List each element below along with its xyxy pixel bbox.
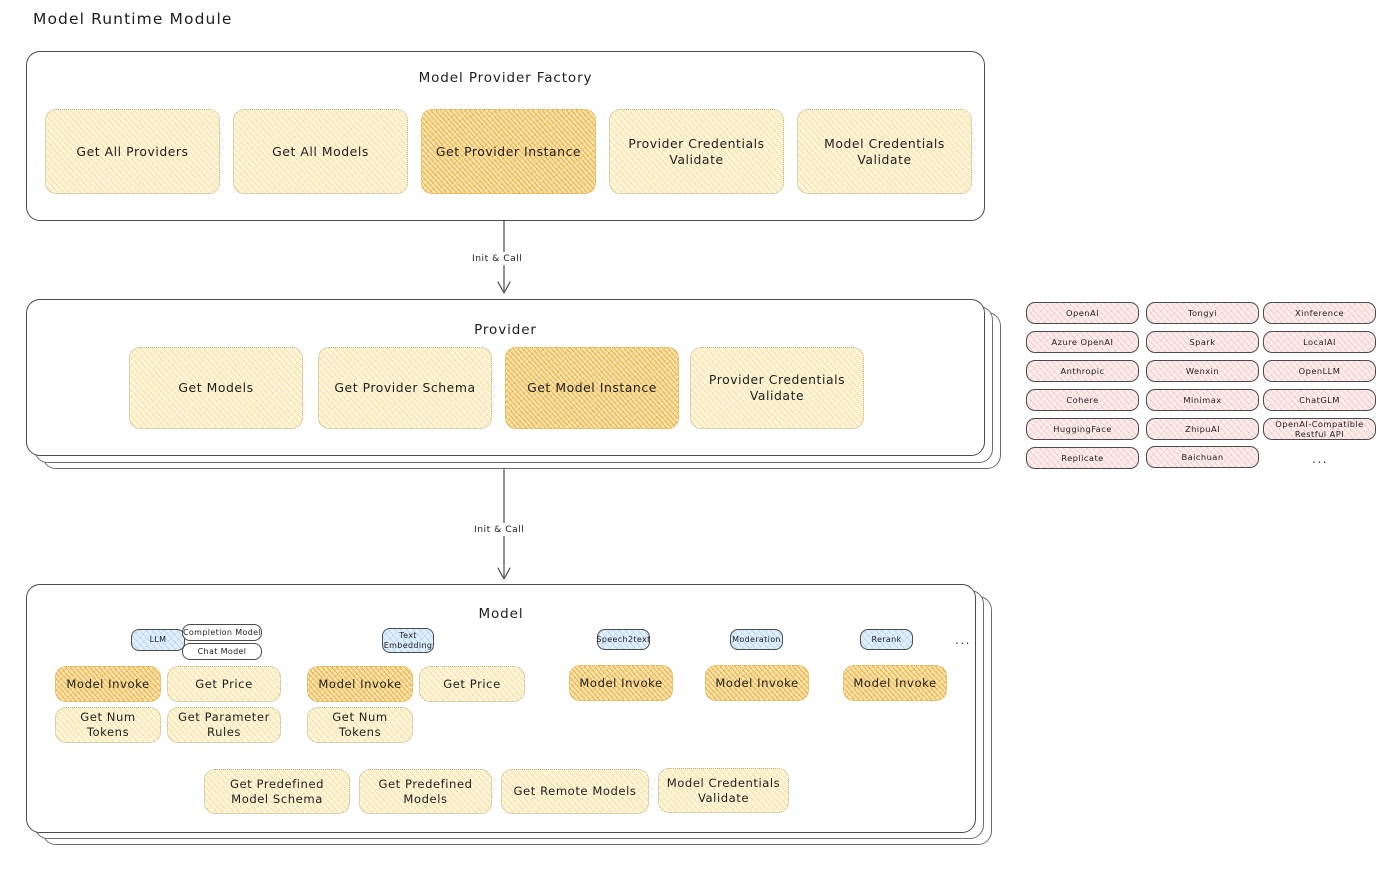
provider-chip-huggingface[interactable]: HuggingFace xyxy=(1026,418,1139,440)
model-type-chip-text-embedding[interactable]: Text Embedding xyxy=(382,628,434,653)
model-provider-factory-title: Model Provider Factory xyxy=(418,70,593,86)
model-common-op-get-predefined-model-schema[interactable]: Get Predefined Model Schema xyxy=(204,769,350,814)
provider-title: Provider xyxy=(474,322,537,338)
provider-chip-baichuan[interactable]: Baichuan xyxy=(1146,446,1259,468)
model-common-op-get-predefined-models[interactable]: Get Predefined Models xyxy=(359,769,492,814)
provider-card: Provider Get Models Get Provider Schema … xyxy=(26,299,985,456)
provider-chip-replicate[interactable]: Replicate xyxy=(1026,447,1139,469)
model-type-chip-moderation[interactable]: Moderation xyxy=(730,629,783,650)
provider-chip-chatglm[interactable]: ChatGLM xyxy=(1263,389,1376,411)
factory-op-get-all-models[interactable]: Get All Models xyxy=(233,109,408,194)
llm-op-get-num-tokens[interactable]: Get Num Tokens xyxy=(55,707,161,743)
model-provider-factory-card: Model Provider Factory Get All Providers… xyxy=(26,51,985,221)
provider-op-get-models[interactable]: Get Models xyxy=(129,347,303,429)
provider-chip-anthropic[interactable]: Anthropic xyxy=(1026,360,1139,382)
model-types-ellipsis: ... xyxy=(955,633,971,647)
model-title: Model xyxy=(478,606,524,622)
provider-chip-openllm[interactable]: OpenLLM xyxy=(1263,360,1376,382)
speech2text-op-model-invoke[interactable]: Model Invoke xyxy=(569,665,673,701)
factory-op-get-provider-instance[interactable]: Get Provider Instance xyxy=(421,109,596,194)
factory-op-get-all-providers[interactable]: Get All Providers xyxy=(45,109,220,194)
provider-chip-zhipuai[interactable]: ZhipuAI xyxy=(1146,418,1259,440)
provider-chip-spark[interactable]: Spark xyxy=(1146,331,1259,353)
provider-chip-wenxin[interactable]: Wenxin xyxy=(1146,360,1259,382)
text-embedding-op-model-invoke[interactable]: Model Invoke xyxy=(307,666,413,702)
rerank-op-model-invoke[interactable]: Model Invoke xyxy=(843,665,947,701)
factory-op-provider-credentials-validate[interactable]: Provider Credentials Validate xyxy=(609,109,784,194)
provider-chip-localai[interactable]: LocalAI xyxy=(1263,331,1376,353)
model-type-chip-llm[interactable]: LLM xyxy=(131,629,185,651)
provider-op-get-provider-schema[interactable]: Get Provider Schema xyxy=(318,347,492,429)
provider-list-ellipsis: ... xyxy=(1312,452,1328,466)
provider-chip-azure-openai[interactable]: Azure OpenAI xyxy=(1026,331,1139,353)
model-type-chip-speech2text[interactable]: Speech2text xyxy=(596,629,650,650)
model-subtype-chip-chat-model[interactable]: Chat Model xyxy=(182,643,262,660)
llm-op-model-invoke[interactable]: Model Invoke xyxy=(55,666,161,702)
provider-chip-minimax[interactable]: Minimax xyxy=(1146,389,1259,411)
provider-chip-xinference[interactable]: Xinference xyxy=(1263,302,1376,324)
provider-op-provider-credentials-validate[interactable]: Provider Credentials Validate xyxy=(690,347,864,429)
arrow-label-init-and-call-1: Init & Call xyxy=(468,252,527,265)
arrow-label-init-and-call-2: Init & Call xyxy=(470,523,529,536)
page-title: Model Runtime Module xyxy=(33,10,233,28)
provider-op-get-model-instance[interactable]: Get Model Instance xyxy=(505,347,679,429)
provider-chip-openai[interactable]: OpenAI xyxy=(1026,302,1139,324)
model-common-op-get-remote-models[interactable]: Get Remote Models xyxy=(501,769,649,814)
model-common-op-model-credentials-validate[interactable]: Model Credentials Validate xyxy=(658,768,789,813)
model-type-chip-rerank[interactable]: Rerank xyxy=(860,629,913,650)
llm-op-get-parameter-rules[interactable]: Get Parameter Rules xyxy=(167,707,281,743)
llm-op-get-price[interactable]: Get Price xyxy=(167,666,281,702)
factory-op-model-credentials-validate[interactable]: Model Credentials Validate xyxy=(797,109,972,194)
moderation-op-model-invoke[interactable]: Model Invoke xyxy=(705,665,809,701)
provider-chip-openai-compatible-restful-api[interactable]: OpenAI-Compatible Restful API xyxy=(1263,418,1376,440)
text-embedding-op-get-price[interactable]: Get Price xyxy=(419,666,525,702)
provider-chip-cohere[interactable]: Cohere xyxy=(1026,389,1139,411)
provider-chip-tongyi[interactable]: Tongyi xyxy=(1146,302,1259,324)
model-card: Model LLM Completion Model Chat Model Mo… xyxy=(26,584,976,833)
model-subtype-chip-completion-model[interactable]: Completion Model xyxy=(182,624,262,641)
text-embedding-op-get-num-tokens[interactable]: Get Num Tokens xyxy=(307,707,413,743)
